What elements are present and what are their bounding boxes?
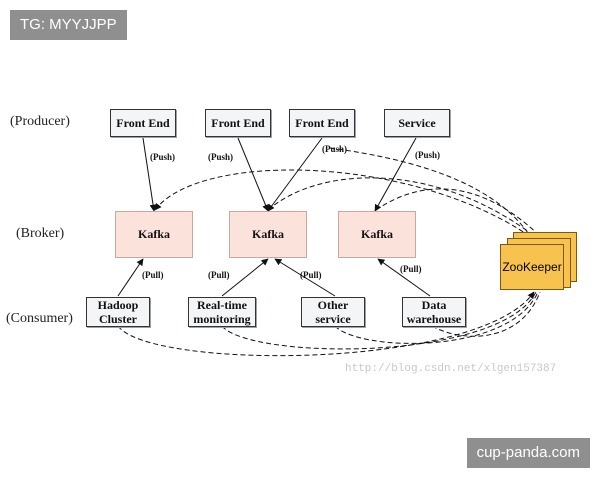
pull-arrow-3: [274, 258, 336, 297]
zk-link-bottom-4: [431, 291, 541, 337]
push-arrow-1: [142, 137, 157, 212]
tag-badge: TG: MYYJJPP: [10, 10, 127, 40]
row-label-broker: (Broker): [16, 226, 65, 241]
consumer-label-line2: warehouse: [406, 312, 462, 326]
pull-label-3: (Pull): [300, 270, 322, 280]
broker-kafka-2: Kafka: [229, 211, 307, 258]
consumer-label-line1: Other: [317, 298, 349, 312]
zk-link-top-1: [154, 169, 539, 243]
watermark-text: http://blog.csdn.net/xlgen157387: [345, 363, 557, 375]
zk-link-top-4: [329, 147, 535, 243]
broker-label: Kafka: [360, 227, 393, 241]
push-arrow-3: [267, 137, 323, 212]
producer-label: Front End: [295, 115, 349, 130]
pull-arrow-2: [221, 258, 269, 297]
producer-label: Service: [398, 115, 436, 130]
consumer-label-line2: monitoring: [193, 312, 251, 326]
producer-front-end-1: Front End: [110, 109, 176, 137]
push-label-3: (Push): [322, 144, 348, 154]
pull-label-2: (Pull): [208, 270, 230, 280]
producer-front-end-2: Front End: [205, 109, 271, 137]
pull-label-4: (Pull): [400, 264, 422, 274]
consumer-label-line2: Cluster: [99, 312, 137, 326]
pull-arrow-4: [377, 258, 431, 297]
producer-label: Front End: [211, 115, 265, 130]
consumer-label-line2: service: [315, 312, 351, 326]
site-badge: cup-panda.com: [466, 438, 590, 468]
push-label-1: (Push): [150, 152, 176, 162]
zk-link-bottom-1: [117, 291, 535, 357]
producer-front-end-3: Front End: [289, 109, 355, 137]
push-arrow-4: [374, 137, 417, 212]
broker-label: Kafka: [137, 227, 170, 241]
broker-kafka-3: Kafka: [338, 211, 416, 258]
row-label-consumer: (Consumer): [6, 311, 73, 326]
zk-link-bottom-2: [221, 291, 537, 350]
zk-link-bottom-3: [334, 291, 539, 344]
consumer-other-service: Other service: [301, 297, 365, 327]
push-label-4: (Push): [415, 150, 441, 160]
pull-arrow-1: [117, 258, 144, 297]
consumer-data-warehouse: Data warehouse: [402, 297, 466, 327]
zookeeper-label: ZooKeeper: [502, 260, 562, 274]
broker-kafka-1: Kafka: [115, 211, 193, 258]
producer-service: Service: [384, 109, 450, 137]
zk-link-top-2: [267, 177, 543, 243]
consumer-label-line1: Real-time: [197, 298, 247, 312]
pull-label-1: (Pull): [142, 270, 164, 280]
zk-link-top-3: [375, 188, 547, 243]
push-arrow-2: [237, 137, 269, 212]
zookeeper-box: ZooKeeper: [500, 244, 564, 290]
consumer-label-line1: Hadoop: [97, 298, 139, 312]
consumer-hadoop-cluster: Hadoop Cluster: [86, 297, 150, 327]
consumer-realtime-monitoring: Real-time monitoring: [188, 297, 256, 327]
consumer-label-line1: Data: [421, 298, 447, 312]
producer-label: Front End: [116, 115, 170, 130]
row-label-producer: (Producer): [10, 114, 70, 129]
push-label-2: (Push): [208, 152, 234, 162]
broker-label: Kafka: [251, 227, 284, 241]
